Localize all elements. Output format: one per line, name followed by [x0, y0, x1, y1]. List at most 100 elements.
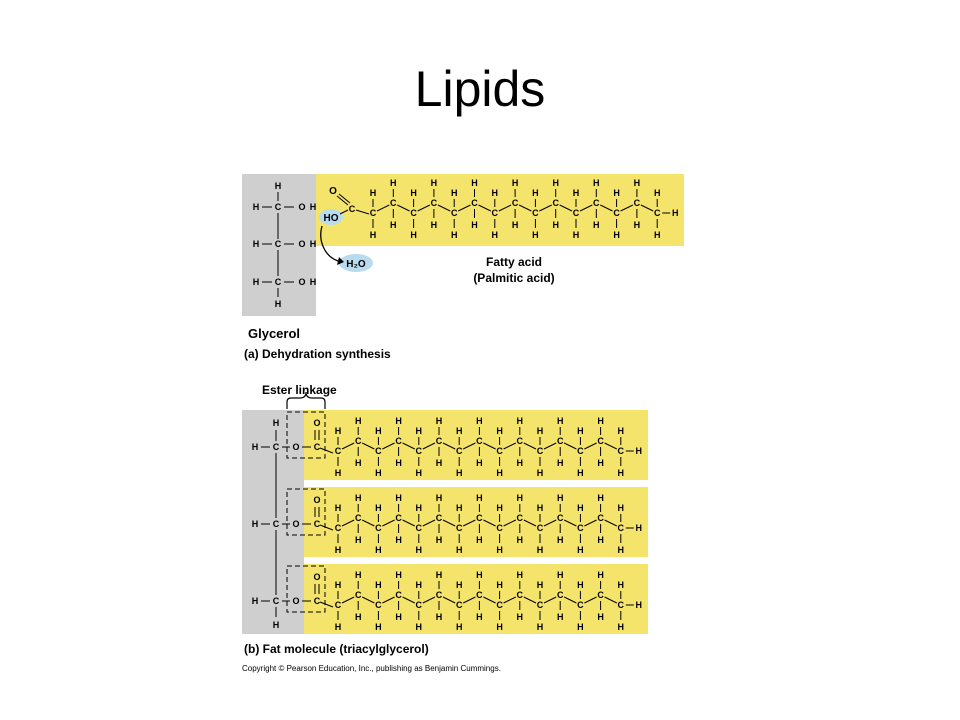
triglyceride-chain-terminal-hydrogen: H: [636, 600, 643, 610]
fatty-acid-carbon: C: [593, 198, 600, 208]
triglyceride-chain-terminal-hydrogen: H: [636, 523, 643, 533]
bond: [457, 204, 471, 212]
triglyceride-chain-hydrogen: H: [557, 570, 564, 580]
triglyceride-chain-carbon: C: [618, 600, 625, 610]
triglyceride-chain-hydrogen: H: [517, 570, 524, 580]
bond: [339, 209, 349, 215]
backbone-carbon: C: [273, 442, 280, 452]
triglyceride-chain-carbon: C: [557, 436, 564, 446]
bond: [361, 442, 375, 450]
triglyceride-chain-hydrogen: H: [597, 416, 604, 426]
fatty-acid-carbonyl-carbon: C: [349, 204, 356, 214]
triglyceride-chain-hydrogen: H: [517, 458, 524, 468]
triglyceride-chain-carbon: C: [456, 446, 463, 456]
triglyceride-chain-hydrogen: H: [496, 468, 503, 478]
triglyceride-chain-hydrogen: H: [456, 545, 463, 555]
bond: [640, 204, 654, 212]
triglyceride-chain-hydrogen: H: [577, 580, 584, 590]
fatty-acid-hydrogen: H: [613, 230, 620, 240]
triglyceride-chain-hydrogen: H: [537, 503, 544, 513]
triglyceride-chain-hydrogen: H: [597, 612, 604, 622]
triglyceride-chain-hydrogen: H: [335, 468, 342, 478]
ester-carbonyl-carbon: C: [314, 596, 321, 606]
fatty-acid-carbon: C: [431, 198, 438, 208]
bond: [402, 596, 416, 604]
triglyceride-chain-hydrogen: H: [537, 426, 544, 436]
triglyceride-chain-hydrogen: H: [597, 458, 604, 468]
triglyceride-chain-hydrogen: H: [436, 535, 443, 545]
fatty-acid-carbon: C: [512, 198, 519, 208]
bond: [563, 596, 577, 604]
triglyceride-chain-hydrogen: H: [476, 535, 483, 545]
triglyceride-chain-hydrogen: H: [395, 535, 402, 545]
triglyceride-chain-hydrogen: H: [335, 545, 342, 555]
triglyceride-chain-carbon: C: [517, 590, 524, 600]
triglyceride-chain-carbon: C: [375, 523, 382, 533]
triglyceride-chain-hydrogen: H: [416, 468, 423, 478]
triglyceride-chain-hydrogen: H: [416, 622, 423, 632]
triglyceride-chain-carbon: C: [416, 523, 423, 533]
backbone-hydrogen: H: [252, 596, 259, 606]
triglyceride-chain-carbon: C: [496, 600, 503, 610]
bond: [579, 204, 593, 212]
panel-a-caption: (a) Dehydration synthesis: [244, 347, 391, 361]
glycerol-hydrogen: H: [310, 239, 317, 249]
fatty-acid-name: (Palmitic acid): [473, 271, 554, 285]
triglyceride-chain-carbon: C: [476, 513, 483, 523]
glycerol-hydrogen: H: [275, 299, 282, 309]
triglyceride-chain-carbon: C: [557, 513, 564, 523]
fatty-acid-carbon: C: [654, 208, 661, 218]
triglyceride-chain-hydrogen: H: [456, 580, 463, 590]
bond: [604, 442, 618, 450]
triglyceride-chain-carbon: C: [355, 513, 362, 523]
triglyceride-chain-hydrogen: H: [577, 622, 584, 632]
triglyceride-chain-hydrogen: H: [375, 622, 382, 632]
triglyceride-chain-hydrogen: H: [456, 622, 463, 632]
glycerol-oxygen: O: [298, 202, 305, 212]
triglyceride-chain-hydrogen: H: [618, 580, 625, 590]
glycerol-backbone-box: [242, 410, 304, 634]
bond: [462, 519, 476, 527]
backbone-hydrogen: H: [273, 418, 280, 428]
triglyceride-chain-carbon: C: [496, 523, 503, 533]
glycerol-carbon: C: [275, 277, 282, 287]
fatty-acid-chain-box-2: [304, 487, 648, 557]
fatty-acid-hydrogen: H: [370, 188, 377, 198]
triglyceride-chain-hydrogen: H: [436, 493, 443, 503]
triglyceride-chain-hydrogen: H: [355, 570, 362, 580]
glycerol-oxygen: O: [298, 239, 305, 249]
bond: [397, 204, 410, 212]
ester-carbonyl-carbon: C: [314, 442, 321, 452]
fatty-acid-hydrogen: H: [634, 220, 641, 230]
triglyceride-chain-hydrogen: H: [395, 416, 402, 426]
triglyceride-chain-hydrogen: H: [517, 493, 524, 503]
bond: [503, 596, 517, 604]
triglyceride-chain-hydrogen: H: [577, 426, 584, 436]
fatty-acid-hydrogen: H: [552, 220, 559, 230]
triglyceride-chain-carbon: C: [476, 436, 483, 446]
ester-oxygen: O: [292, 442, 299, 452]
triglyceride-chain-hydrogen: H: [476, 612, 483, 622]
bond: [518, 204, 532, 212]
fatty-acid-hydrogen: H: [451, 188, 458, 198]
bond: [319, 447, 334, 454]
triglyceride-chain-hydrogen: H: [537, 580, 544, 590]
backbone-carbon: C: [273, 596, 280, 606]
glycerol-carbon: C: [275, 202, 282, 212]
glycerol-carbon: C: [275, 239, 282, 249]
triglyceride-chain-hydrogen: H: [537, 545, 544, 555]
triglyceride-chain-hydrogen: H: [618, 622, 625, 632]
reaction-arrowhead: [337, 257, 344, 265]
triglyceride-chain-carbon: C: [395, 436, 402, 446]
fatty-acid-hydrogen: H: [410, 188, 417, 198]
triglyceride-chain-carbon: C: [395, 513, 402, 523]
triglyceride-chain-hydrogen: H: [517, 612, 524, 622]
triglyceride-chain-carbon: C: [537, 446, 544, 456]
ester-linkage-label: Ester linkage: [262, 383, 337, 397]
triglyceride-chain-carbon: C: [618, 523, 625, 533]
fatty-acid-hydrogen: H: [492, 230, 499, 240]
bond: [498, 204, 512, 212]
fatty-acid-hydrogen: H: [431, 178, 438, 188]
triglyceride-chain-hydrogen: H: [436, 458, 443, 468]
fatty-acid-hydrogen: H: [613, 188, 620, 198]
